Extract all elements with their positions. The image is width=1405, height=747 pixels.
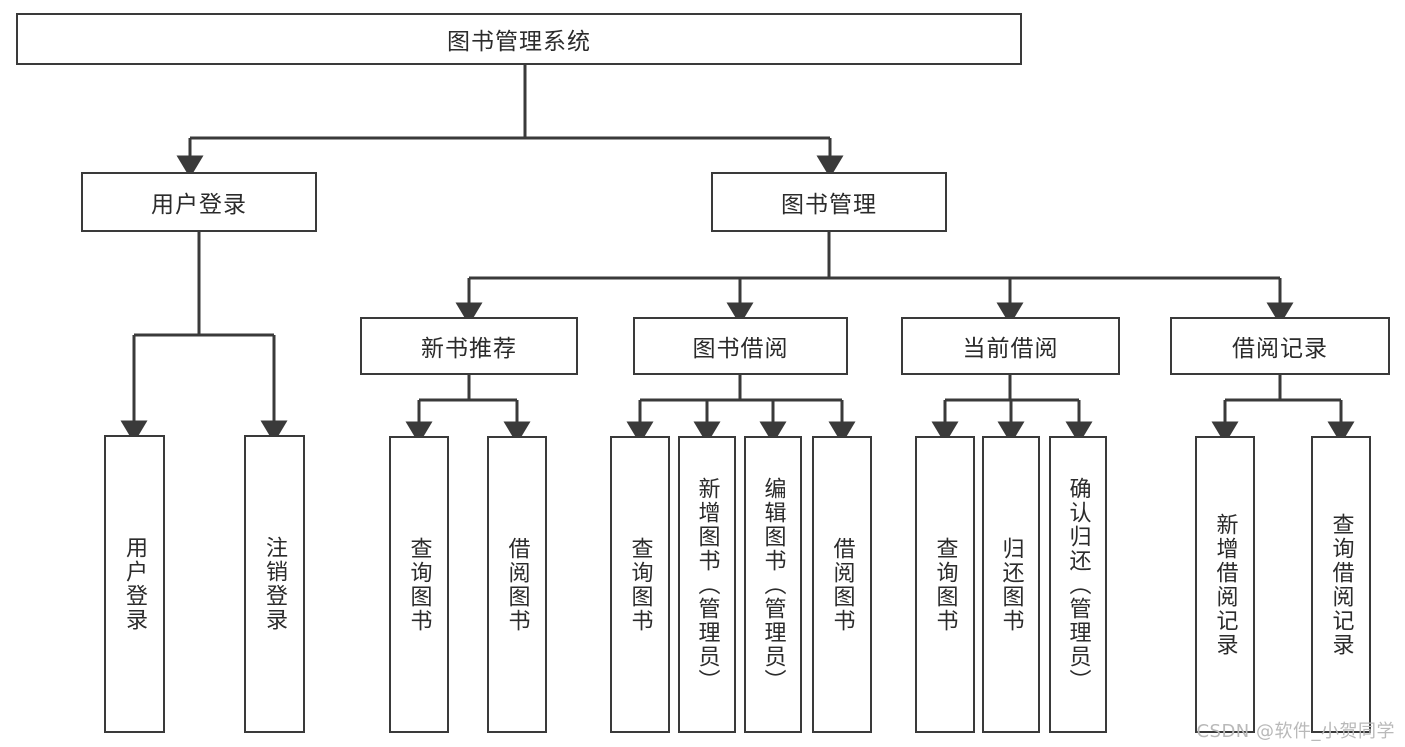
node-label: 当前借阅	[962, 336, 1059, 362]
node-label: 用户登录	[122, 536, 148, 632]
node-user-login[interactable]: 用户登录	[81, 172, 317, 232]
node-label: 新增图书（管理员）	[694, 476, 720, 693]
node-label: 查询图书	[627, 536, 653, 633]
node-label: 确认归还（管理员）	[1065, 476, 1091, 693]
node-label: 用户登录	[151, 192, 247, 218]
node-borrow-records[interactable]: 借阅记录	[1170, 317, 1390, 375]
watermark: CSDN @软件_小贺同学	[1196, 721, 1395, 742]
leaf-current-confirm-return-admin[interactable]: 确认归还（管理员）	[1049, 436, 1107, 733]
leaf-user-login-login[interactable]: 用户登录	[104, 435, 165, 733]
node-label: 借阅图书	[829, 536, 855, 633]
node-label: 新增借阅记录	[1212, 512, 1238, 657]
node-current-borrow[interactable]: 当前借阅	[901, 317, 1120, 375]
leaf-borrow-add-book-admin[interactable]: 新增图书（管理员）	[678, 436, 736, 733]
node-root[interactable]: 图书管理系统	[16, 13, 1022, 65]
leaf-borrow-edit-book-admin[interactable]: 编辑图书（管理员）	[744, 436, 802, 733]
leaf-current-return-book[interactable]: 归还图书	[982, 436, 1040, 733]
node-label: 查询借阅记录	[1328, 512, 1354, 657]
node-label: 查询图书	[932, 536, 958, 633]
node-label: 图书管理系统	[447, 29, 591, 55]
leaf-recommend-search-book[interactable]: 查询图书	[389, 436, 449, 733]
node-label: 借阅图书	[504, 536, 530, 633]
node-book-borrow[interactable]: 图书借阅	[633, 317, 848, 375]
node-book-management[interactable]: 图书管理	[711, 172, 947, 232]
leaf-records-add-record[interactable]: 新增借阅记录	[1195, 436, 1255, 733]
node-label: 编辑图书（管理员）	[760, 476, 786, 693]
leaf-borrow-search-book[interactable]: 查询图书	[610, 436, 670, 733]
node-label: 图书借阅	[692, 336, 789, 362]
node-label: 注销登录	[262, 536, 288, 632]
node-label: 新书推荐	[421, 336, 517, 362]
leaf-current-search-book[interactable]: 查询图书	[915, 436, 975, 733]
leaf-records-search-record[interactable]: 查询借阅记录	[1311, 436, 1371, 733]
node-label: 借阅记录	[1232, 336, 1328, 362]
node-label: 图书管理	[781, 192, 877, 218]
node-label: 归还图书	[998, 536, 1024, 633]
node-label: 查询图书	[406, 536, 432, 633]
leaf-recommend-borrow-book[interactable]: 借阅图书	[487, 436, 547, 733]
node-new-book-recommend[interactable]: 新书推荐	[360, 317, 578, 375]
leaf-user-login-logout[interactable]: 注销登录	[244, 435, 305, 733]
leaf-borrow-borrow-book[interactable]: 借阅图书	[812, 436, 872, 733]
